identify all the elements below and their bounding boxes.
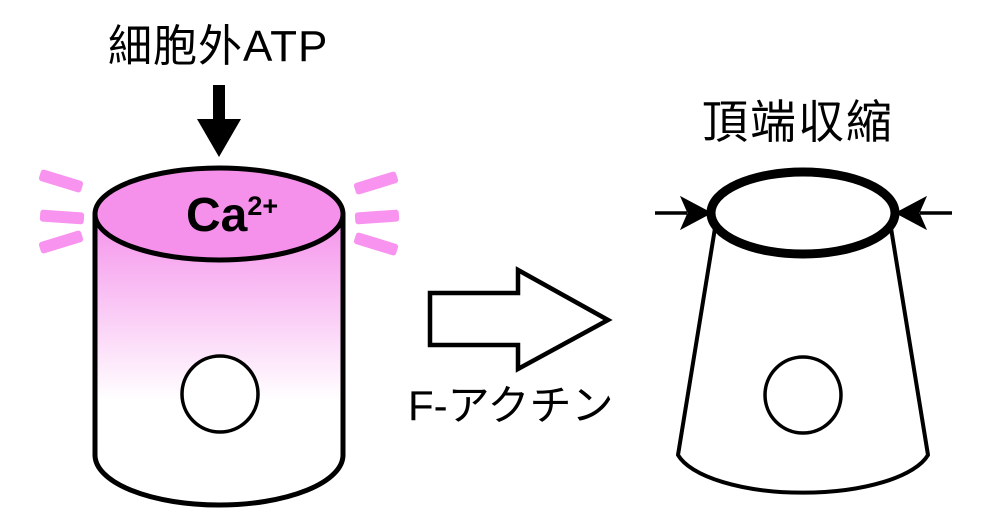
calcium-flash-right [353,171,400,256]
calcium-label-superscript: 2+ [247,191,279,221]
calcium-flash-left [38,169,85,254]
calcium-label-base: Ca [186,189,248,242]
constriction-arrow-right-icon [894,195,952,231]
calcium-apical-surface [92,165,346,263]
constricted-apical-surface [706,167,900,259]
cell-after [655,167,952,495]
flash-dash-icon [353,171,399,195]
flash-dash-icon [354,209,400,225]
flash-dash-icon [38,230,84,254]
nucleus-circle-right [763,355,843,435]
calcium-label: Ca2+ [186,192,278,240]
transition-arrow-icon [427,266,613,373]
cell-before [92,165,346,508]
f-actin-label: F-アクチン [408,382,614,429]
atp-down-arrow-icon [197,85,241,157]
flash-dash-icon [38,169,84,193]
flash-dash-icon [39,209,85,225]
extracellular-atp-label: 細胞外ATP [108,22,329,71]
flash-dash-icon [353,232,399,256]
constriction-arrow-left-icon [655,195,713,231]
apical-constriction-label: 頂端収縮 [702,96,894,148]
nucleus-circle-left [180,354,260,434]
